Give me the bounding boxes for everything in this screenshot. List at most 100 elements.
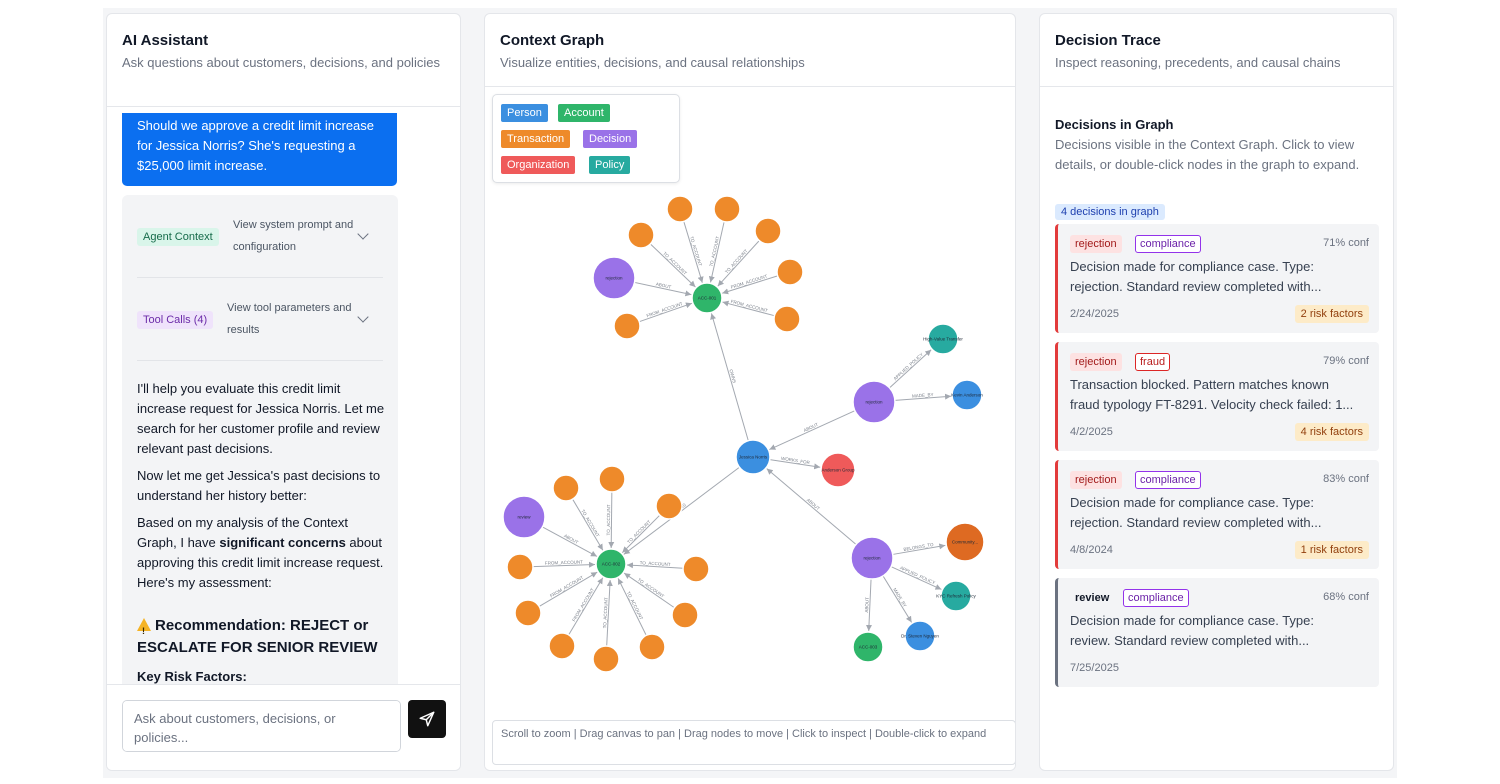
agent-context-badge: Agent Context [137,228,219,246]
graph-edge [568,577,604,636]
edge-label: TO_ACCOUNT [662,251,688,276]
decision-category-tag: compliance [1123,589,1189,607]
edge-label: WORKS_FOR [781,456,811,465]
agent-context-expander[interactable]: Agent Context View system prompt and con… [137,195,383,278]
decision-card[interactable]: rejection compliance 71% conf Decision m… [1055,224,1379,333]
node-label: ACC-003 [859,645,878,650]
graph-node-account[interactable]: ACC-001 [691,282,723,314]
graph-edge [542,526,598,557]
user-message: Should we approve a credit limit increas… [122,113,397,186]
graph-node-transaction[interactable] [598,465,626,493]
decision-date: 2/24/2025 [1070,308,1119,320]
graph-node-transaction[interactable] [613,312,641,340]
summary-line: rejection. Standard review completed wit… [1070,279,1322,294]
graph-node-transaction[interactable] [713,195,741,223]
graph-node-person[interactable]: Kevin Anderson [951,379,983,411]
decision-type-tag: rejection [1070,471,1122,489]
summary-line: review. Standard review completed with..… [1070,633,1310,648]
graph-node-community[interactable]: Community... [945,522,985,562]
edge-label: TO_ACCOUNT [602,597,609,628]
graph-node-transaction[interactable] [776,258,804,286]
warning-icon [137,618,151,642]
graph-node-organization[interactable]: Anderson Group [820,452,856,488]
summary-line: Decision made for compliance case. Type: [1070,259,1314,274]
decision-card[interactable]: review compliance 68% conf Decision made… [1055,578,1379,687]
decision-card[interactable]: rejection compliance 83% conf Decision m… [1055,460,1379,569]
edge-label: ABOUT [803,422,819,433]
decision-card[interactable]: rejection fraud 79% conf Transaction blo… [1055,342,1379,451]
graph-edge [608,491,615,549]
chat-input[interactable] [122,700,401,752]
edge-label: FROM_ACCOUNT [571,587,595,622]
graph-svg[interactable]: TO_ACCOUNT TO_ACCOUNT TO_ACCOUNT FROM_ACCOU… [485,87,1016,771]
graph-node-policy[interactable]: High-Value Transfer [923,323,963,355]
node-label: Kevin Anderson [951,393,983,398]
chevron-down-icon[interactable] [357,311,369,323]
send-button[interactable] [408,700,446,738]
risk-factors-badge: 1 risk factors [1294,541,1369,559]
assistant-title: AI Assistant [122,32,209,49]
graph-node-transaction[interactable] [506,553,534,581]
context-graph-panel: Context Graph Visualize entities, decisi… [484,13,1016,771]
graph-node-decision[interactable]: rejection [852,380,896,424]
node-label: Dr. Steven Nguyen [901,634,939,639]
agent-paragraph: I'll help you evaluate this credit limit… [137,381,385,456]
graph-node-transaction[interactable] [773,305,801,333]
send-icon [419,711,435,727]
graph-node-transaction[interactable] [754,217,782,245]
graph-node-decision[interactable]: rejection [850,536,894,580]
chat-scroll-area[interactable]: Should we approve a credit limit increas… [107,107,460,684]
graph-edge [538,571,598,607]
key-risk-factors-heading: Key Risk Factors: [137,669,247,684]
decision-date: 7/25/2025 [1070,662,1119,674]
graph-edge [766,468,857,545]
graph-node-transaction[interactable] [627,221,655,249]
graph-edge [722,300,775,317]
summary-line: Decision made for compliance case. Type: [1070,613,1314,628]
graph-title: Context Graph [500,32,605,49]
graph-legend: Person Account Transaction Decision Orga… [492,94,680,183]
graph-usage-hint: Scroll to zoom | Drag canvas to pan | Dr… [492,720,1015,765]
graph-canvas[interactable]: TO_ACCOUNT TO_ACCOUNT TO_ACCOUNT FROM_ACCOU… [485,87,1015,770]
edge-label: ABOUT [864,597,870,613]
legend-policy: Policy [589,156,631,174]
edge-label: OWNS [728,369,737,384]
graph-node-transaction[interactable] [548,632,576,660]
graph-node-person[interactable]: Jessica Norris [735,439,771,475]
node-label: review [517,515,531,520]
graph-node-transaction[interactable] [592,645,620,673]
graph-edge [769,459,821,470]
graph-node-transaction[interactable] [638,633,666,661]
summary-line: Transaction blocked. Pattern matches kno… [1070,377,1329,392]
graph-node-account[interactable]: ACC-003 [852,631,884,663]
graph-node-decision[interactable]: rejection [592,256,636,300]
chevron-down-icon[interactable] [357,228,369,240]
node-label: rejection [863,556,881,561]
edge-label: APPLIED_POLICY [893,352,924,381]
graph-edge [617,578,647,636]
edge-label: APPLIED_POLICY [899,565,936,585]
recommendation-heading: Recommendation: REJECT or ESCALATE FOR S… [137,615,387,659]
graph-node-person[interactable]: Dr. Steven Nguyen [901,620,939,652]
graph-node-transaction[interactable] [671,601,699,629]
graph-node-transaction[interactable] [655,492,683,520]
confidence-label: 68% conf [1323,591,1369,603]
node-label: rejection [605,276,623,281]
graph-edge [890,566,942,590]
graph-node-policy[interactable]: KYC Refresh Policy [936,580,977,612]
graph-node-transaction[interactable] [552,474,580,502]
decisions-section-title: Decisions in Graph [1055,117,1174,132]
tool-calls-expander[interactable]: Tool Calls (4) View tool parameters and … [137,278,383,361]
graph-node-decision[interactable]: review [502,495,546,539]
graph-node-transaction[interactable] [682,555,710,583]
graph-edge [634,281,692,297]
decision-category-tag: compliance [1135,235,1201,253]
edge-label: MADE_BY [912,392,934,399]
decision-trace-panel: Decision Trace Inspect reasoning, preced… [1039,13,1394,771]
edge-label: TO_ACCOUNT [580,509,600,538]
graph-edge [892,543,946,555]
graph-node-transaction[interactable] [666,195,694,223]
graph-node-account[interactable]: ACC-002 [595,548,627,580]
summary-line: rejection. Standard review completed wit… [1070,515,1322,530]
graph-node-transaction[interactable] [514,599,542,627]
